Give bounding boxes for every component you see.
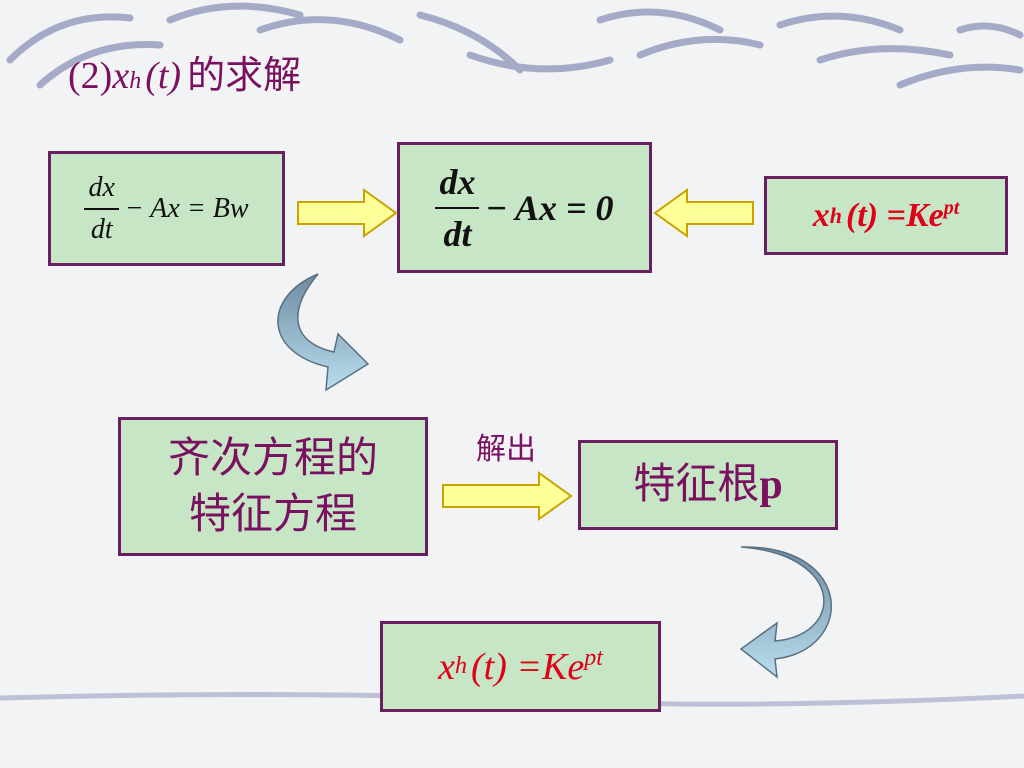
fraction-numerator: dx bbox=[435, 161, 480, 209]
solution-exponent: pt bbox=[943, 196, 960, 219]
solution-var: x bbox=[438, 645, 455, 688]
characteristic-line-1: 齐次方程的 bbox=[167, 435, 378, 482]
arrow-right-icon bbox=[297, 188, 398, 238]
fraction-numerator: dx bbox=[84, 172, 119, 210]
root-p: p bbox=[759, 462, 783, 508]
solve-label: 解出 bbox=[476, 433, 536, 466]
box-characteristic-root: 特征根p bbox=[578, 440, 838, 530]
arrow-right-icon bbox=[442, 471, 573, 521]
solution-arg: (t) = bbox=[470, 645, 542, 688]
solution-arg: (t) = bbox=[845, 196, 906, 234]
fraction-denominator: dt bbox=[90, 213, 113, 245]
solution-ke: Ke bbox=[905, 196, 944, 234]
box-original-equation: dx dt − Ax = Bw bbox=[48, 151, 285, 266]
curved-arrow-down-left-icon bbox=[739, 546, 833, 679]
solution-sub: h bbox=[454, 653, 467, 679]
characteristic-line-2: 特征方程 bbox=[188, 491, 357, 538]
solution-sub: h bbox=[829, 202, 842, 228]
arrow-left-icon bbox=[653, 188, 754, 238]
curved-arrow-down-icon bbox=[277, 273, 370, 392]
equation-rest: − Ax = 0 bbox=[485, 187, 614, 228]
fraction: dx dt bbox=[435, 161, 480, 255]
box-homogeneous-equation: dx dt − Ax = 0 bbox=[397, 142, 652, 273]
box-characteristic-equation: 齐次方程的 特征方程 bbox=[118, 417, 428, 556]
fraction-denominator: dt bbox=[443, 213, 472, 254]
fraction: dx dt bbox=[84, 172, 119, 246]
title-suffix: 的求解 bbox=[187, 55, 302, 97]
title-arg: (t) bbox=[145, 55, 182, 97]
equation-rest: − Ax = Bw bbox=[124, 192, 249, 224]
box-solution-form: x h (t) = Ke pt bbox=[380, 621, 661, 712]
title-sub: h bbox=[129, 68, 142, 94]
title-var: x bbox=[112, 55, 130, 97]
solution-var: x bbox=[812, 196, 830, 234]
solution-ke: Ke bbox=[542, 645, 585, 688]
box-solution-form-red: x h (t) = Ke pt bbox=[764, 176, 1008, 255]
title-prefix: (2) bbox=[68, 55, 113, 97]
root-text: 特征根 bbox=[633, 462, 760, 508]
solution-exponent: pt bbox=[584, 644, 603, 671]
page-title: (2) x h (t) 的求解 bbox=[68, 44, 301, 100]
